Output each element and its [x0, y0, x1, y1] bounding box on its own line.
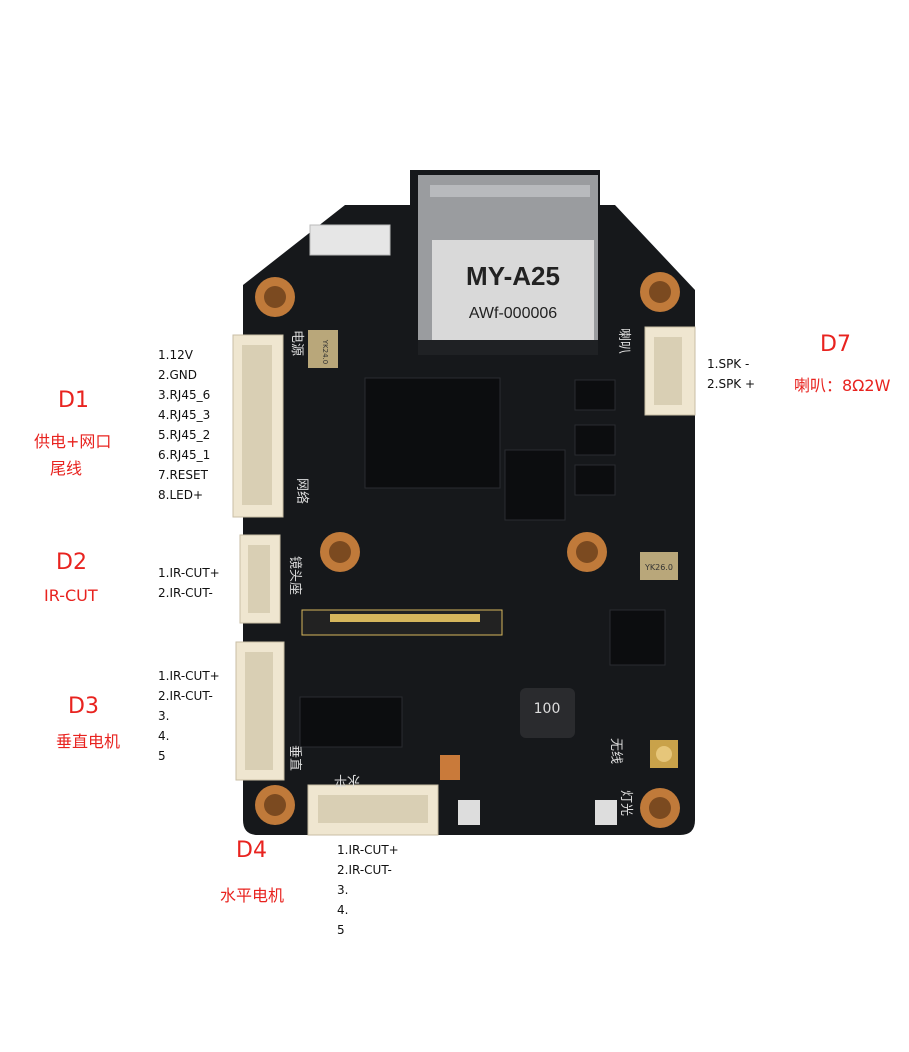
d1-pin-list: 1.12V 2.GND 3.RJ45_6 4.RJ45_3 5.RJ45_2 6… — [158, 345, 210, 505]
d7-pin-2: 2.SPK + — [707, 377, 756, 391]
d7-desc: 喇叭：8Ω2W — [794, 376, 891, 395]
d4-pin-3: 3. — [337, 883, 349, 897]
antenna-connector-icon — [650, 740, 678, 768]
d4-pin-list: 1.IR-CUT+ 2.IR-CUT- 3. 4. 5 — [337, 840, 399, 940]
mounting-hole-tr-icon — [640, 272, 680, 312]
d4-pin-2: 2.IR-CUT- — [337, 863, 392, 877]
d1-pin-8: 8.LED+ — [158, 488, 204, 502]
connector-d4 — [307, 784, 439, 836]
svg-text:喇叭: 喇叭 — [616, 328, 631, 354]
svg-text:镜头座: 镜头座 — [287, 556, 302, 595]
d7-pin-list: 1.SPK - 2.SPK + — [707, 354, 755, 394]
main-soc-chip — [364, 377, 501, 489]
d3-pin-list: 1.IR-CUT+ 2.IR-CUT- 3. 4. 5 — [158, 666, 220, 766]
d1-label: D1 — [58, 388, 89, 413]
d2-pin-1: 1.IR-CUT+ — [158, 566, 220, 580]
d1-pin-6: 6.RJ45_1 — [158, 448, 211, 462]
d2-pin-2: 2.IR-CUT- — [158, 586, 213, 600]
svg-text:YK26.0: YK26.0 — [644, 563, 673, 572]
svg-text:灯光: 灯光 — [618, 790, 633, 816]
connector-d1 — [232, 334, 284, 518]
d3-pin-1: 1.IR-CUT+ — [158, 669, 220, 683]
d1-desc-line2: 尾线 — [50, 459, 83, 478]
svg-text:垂直: 垂直 — [287, 745, 302, 771]
d1-pin-1: 1.12V — [158, 348, 193, 362]
svg-text:YK24.0: YK24.0 — [321, 339, 329, 364]
model-label: MY-A25 — [466, 261, 560, 291]
sd-label-sticker — [432, 240, 594, 340]
connector-d7 — [644, 326, 696, 416]
d1-pin-2: 2.GND — [158, 368, 197, 382]
mounting-hole-ml-icon — [320, 532, 360, 572]
mounting-hole-mr-icon — [567, 532, 607, 572]
d4-desc: 水平电机 — [220, 886, 285, 905]
d3-desc: 垂直电机 — [56, 732, 121, 751]
d2-label: D2 — [56, 550, 87, 575]
d4-label: D4 — [236, 838, 267, 863]
d2-desc: IR-CUT — [44, 586, 98, 605]
d3-pin-2: 2.IR-CUT- — [158, 689, 213, 703]
d2-pin-list: 1.IR-CUT+ 2.IR-CUT- — [158, 563, 220, 603]
d4-pin-5: 5 — [337, 923, 345, 937]
d3-label: D3 — [68, 694, 99, 719]
connector-d3 — [235, 641, 285, 781]
svg-text:100: 100 — [534, 701, 561, 717]
fpc-connector — [301, 609, 503, 636]
top-switch — [309, 224, 391, 256]
d3-pin-5: 5 — [158, 749, 166, 763]
mounting-hole-tl-icon — [255, 277, 295, 317]
d7-label: D7 — [820, 332, 851, 357]
mounting-hole-bl-icon — [255, 785, 295, 825]
svg-text:电源: 电源 — [289, 330, 304, 356]
svg-text:网络: 网络 — [294, 478, 310, 504]
d1-pin-7: 7.RESET — [158, 468, 208, 482]
inductor — [520, 688, 575, 738]
crystal-2 — [640, 552, 678, 580]
wifi-chip — [609, 609, 666, 666]
connector-d2 — [239, 534, 281, 624]
crystal-1 — [308, 330, 338, 368]
d1-pin-3: 3.RJ45_6 — [158, 388, 211, 402]
mounting-hole-br-icon — [640, 788, 680, 828]
d4-pin-4: 4. — [337, 903, 349, 917]
motor-driver-ic — [299, 696, 403, 748]
d3-pin-3: 3. — [158, 709, 170, 723]
d3-pin-4: 4. — [158, 729, 170, 743]
serial-label: AWf-000006 — [469, 305, 557, 322]
svg-text:无线: 无线 — [608, 738, 623, 764]
d1-desc-line1: 供电+网口 — [34, 432, 112, 451]
d4-pin-1: 1.IR-CUT+ — [337, 843, 399, 857]
svg-text:水平: 水平 — [334, 772, 360, 787]
d1-pin-5: 5.RJ45_2 — [158, 428, 211, 442]
d7-pin-1: 1.SPK - — [707, 357, 750, 371]
d1-pin-4: 4.RJ45_3 — [158, 408, 211, 422]
